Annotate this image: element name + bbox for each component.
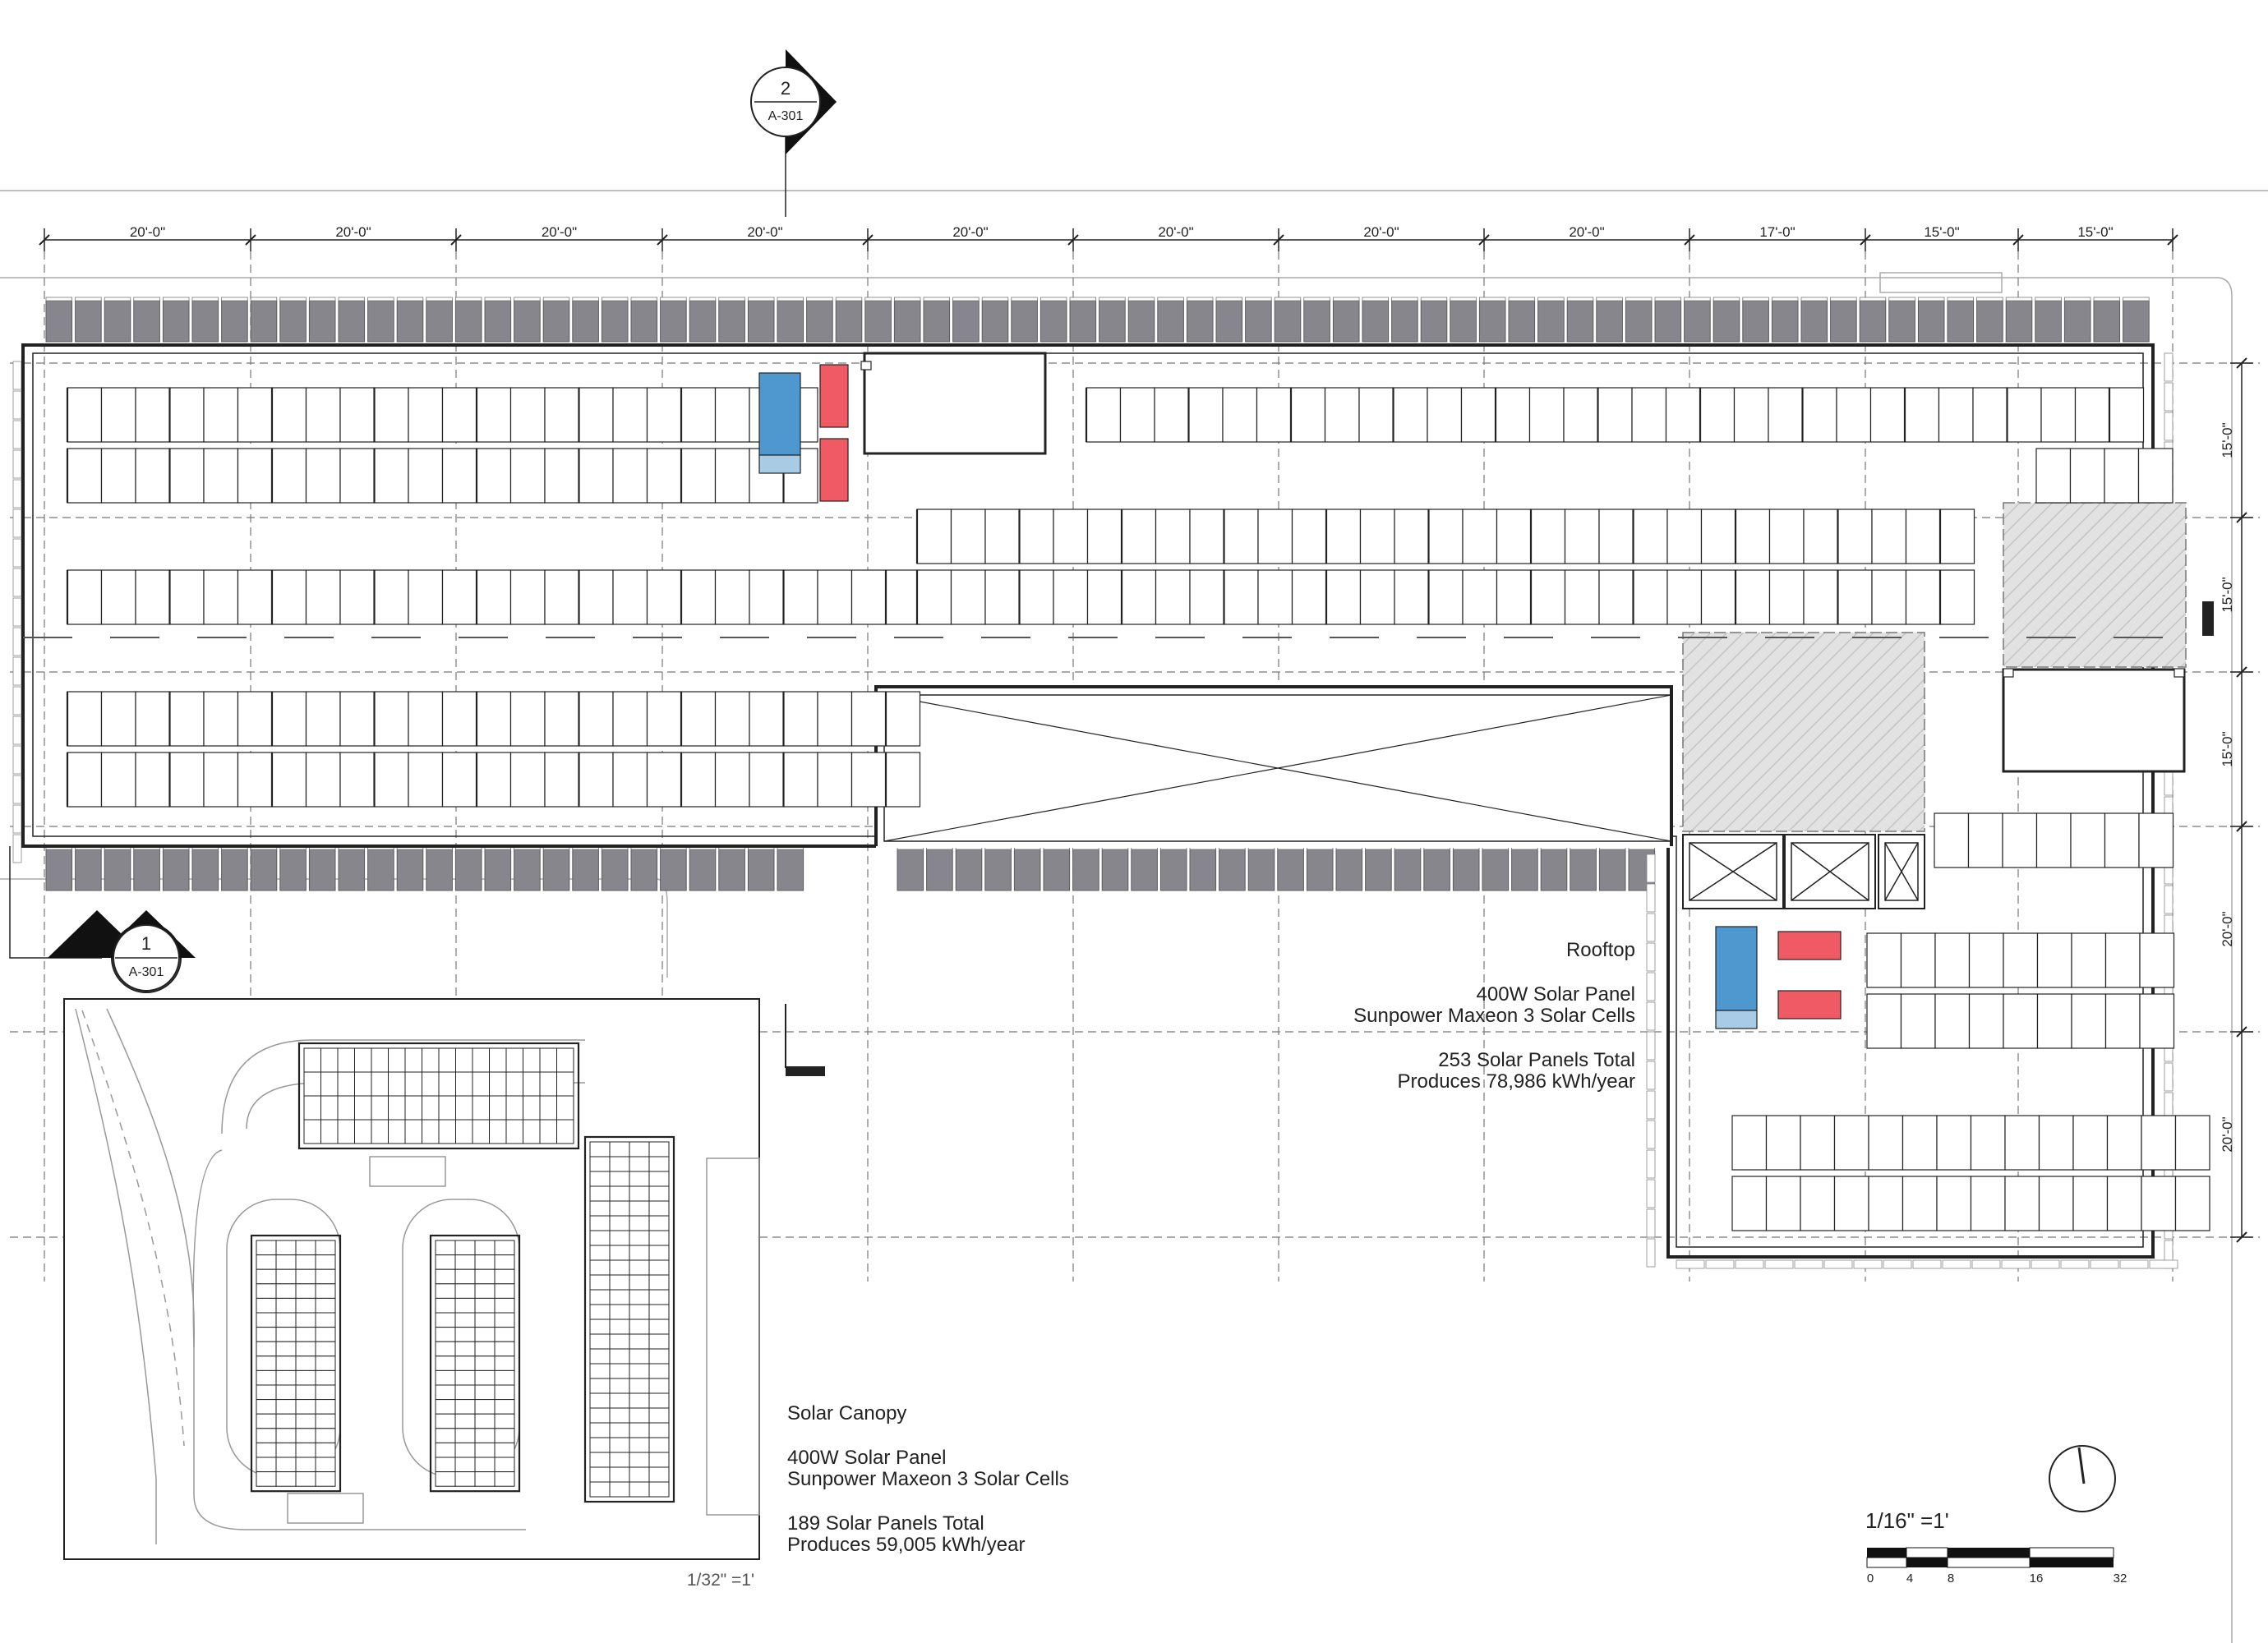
dimension-top-9: 17'-0" <box>1759 224 1795 240</box>
perimeter-solar-panels <box>12 297 2178 1269</box>
hatched-rooftop-areas <box>1682 502 2187 832</box>
canopy-total-line2: Produces 59,005 kWh/year <box>787 1534 1026 1556</box>
dimension-right-5: 20'-0" <box>2220 1116 2235 1152</box>
graphic-scale: 1/16" =1' 0 4 8 16 32 <box>1865 1508 2127 1585</box>
rooftop-title: Rooftop <box>1566 939 1635 961</box>
rooftop-panel-line2: Sunpower Maxeon 3 Solar Cells <box>1353 1005 1635 1027</box>
dimension-top-5: 20'-0" <box>952 224 988 240</box>
section-marker-2: 2 A-301 <box>750 49 837 154</box>
dimension-top-8: 20'-0" <box>1569 224 1604 240</box>
main-scale-label: 1/16" =1' <box>1865 1508 1949 1533</box>
rooftop-solar-arrays <box>66 387 2210 1231</box>
mechanical-enclosures <box>860 352 2186 773</box>
battery-unit-red-3 <box>1777 931 1842 960</box>
rooftop-equipment <box>758 364 1842 1029</box>
scale-tick-4: 4 <box>1906 1572 1913 1585</box>
canopy-notes: Solar Canopy 400W Solar Panel Sunpower M… <box>787 1402 1069 1556</box>
section-marker-1: 1 A-301 <box>48 910 196 993</box>
inset-scale-label: 1/32" =1' <box>687 1571 754 1590</box>
scale-tick-8: 8 <box>1948 1572 1954 1585</box>
canopy-panel-line1: 400W Solar Panel <box>787 1447 946 1469</box>
dimension-top-10: 15'-0" <box>1924 224 1959 240</box>
north-arrow-icon <box>2049 1445 2116 1512</box>
battery-unit-red-4 <box>1777 990 1842 1019</box>
section-leaders <box>9 131 786 959</box>
rooftop-notes: Rooftop 400W Solar Panel Sunpower Maxeon… <box>1353 939 1635 1093</box>
rooftop-panel-line1: 400W Solar Panel <box>1477 983 1635 1006</box>
inverter-unit-blue <box>758 372 801 456</box>
dimension-top-4: 20'-0" <box>747 224 782 240</box>
top-dimension-string: 20'-0" 20'-0" 20'-0" 20'-0" 20'-0" 20'-0" 20'-… <box>39 224 2178 251</box>
rooftop-total-line2: Produces 78,986 kWh/year <box>1398 1070 1636 1093</box>
section-1-number: 1 <box>141 933 151 954</box>
canopy-total-line1: 189 Solar Panels Total <box>787 1512 984 1535</box>
dimension-top-6: 20'-0" <box>1158 224 1193 240</box>
canopy-inset: 1/32" =1' <box>63 998 760 1590</box>
stair-and-elevator-shafts <box>1682 834 1925 909</box>
dimension-top-7: 20'-0" <box>1363 224 1399 240</box>
scale-tick-32: 32 <box>2114 1572 2127 1585</box>
scale-tick-16: 16 <box>2030 1572 2044 1585</box>
dimension-top-11: 15'-0" <box>2077 224 2113 240</box>
roof-opening <box>874 685 1673 848</box>
inverter-unit-blue-2 <box>1715 926 1758 1011</box>
section-1-sheet: A-301 <box>129 965 164 979</box>
edge-markers <box>785 601 2214 1076</box>
rooftop-total-line1: 253 Solar Panels Total <box>1438 1049 1635 1071</box>
dimension-right-3: 15'-0" <box>2220 731 2235 766</box>
right-dimension-string: 15'-0" 15'-0" 15'-0" 20'-0" 20'-0" <box>2220 357 2253 1243</box>
dimension-top-1: 20'-0" <box>130 224 165 240</box>
dimension-right-4: 20'-0" <box>2220 911 2235 946</box>
section-2-number: 2 <box>781 78 791 99</box>
dimension-top-3: 20'-0" <box>542 224 577 240</box>
dimension-right-1: 15'-0" <box>2220 422 2235 458</box>
battery-unit-red <box>819 364 849 428</box>
dimension-top-2: 20'-0" <box>335 224 371 240</box>
canopy-panel-line2: Sunpower Maxeon 3 Solar Cells <box>787 1468 1069 1490</box>
scale-tick-0: 0 <box>1867 1572 1874 1585</box>
canopy-title: Solar Canopy <box>787 1402 906 1424</box>
section-2-sheet: A-301 <box>768 109 804 123</box>
dimension-right-2: 15'-0" <box>2220 577 2235 612</box>
battery-unit-red-2 <box>819 438 849 502</box>
